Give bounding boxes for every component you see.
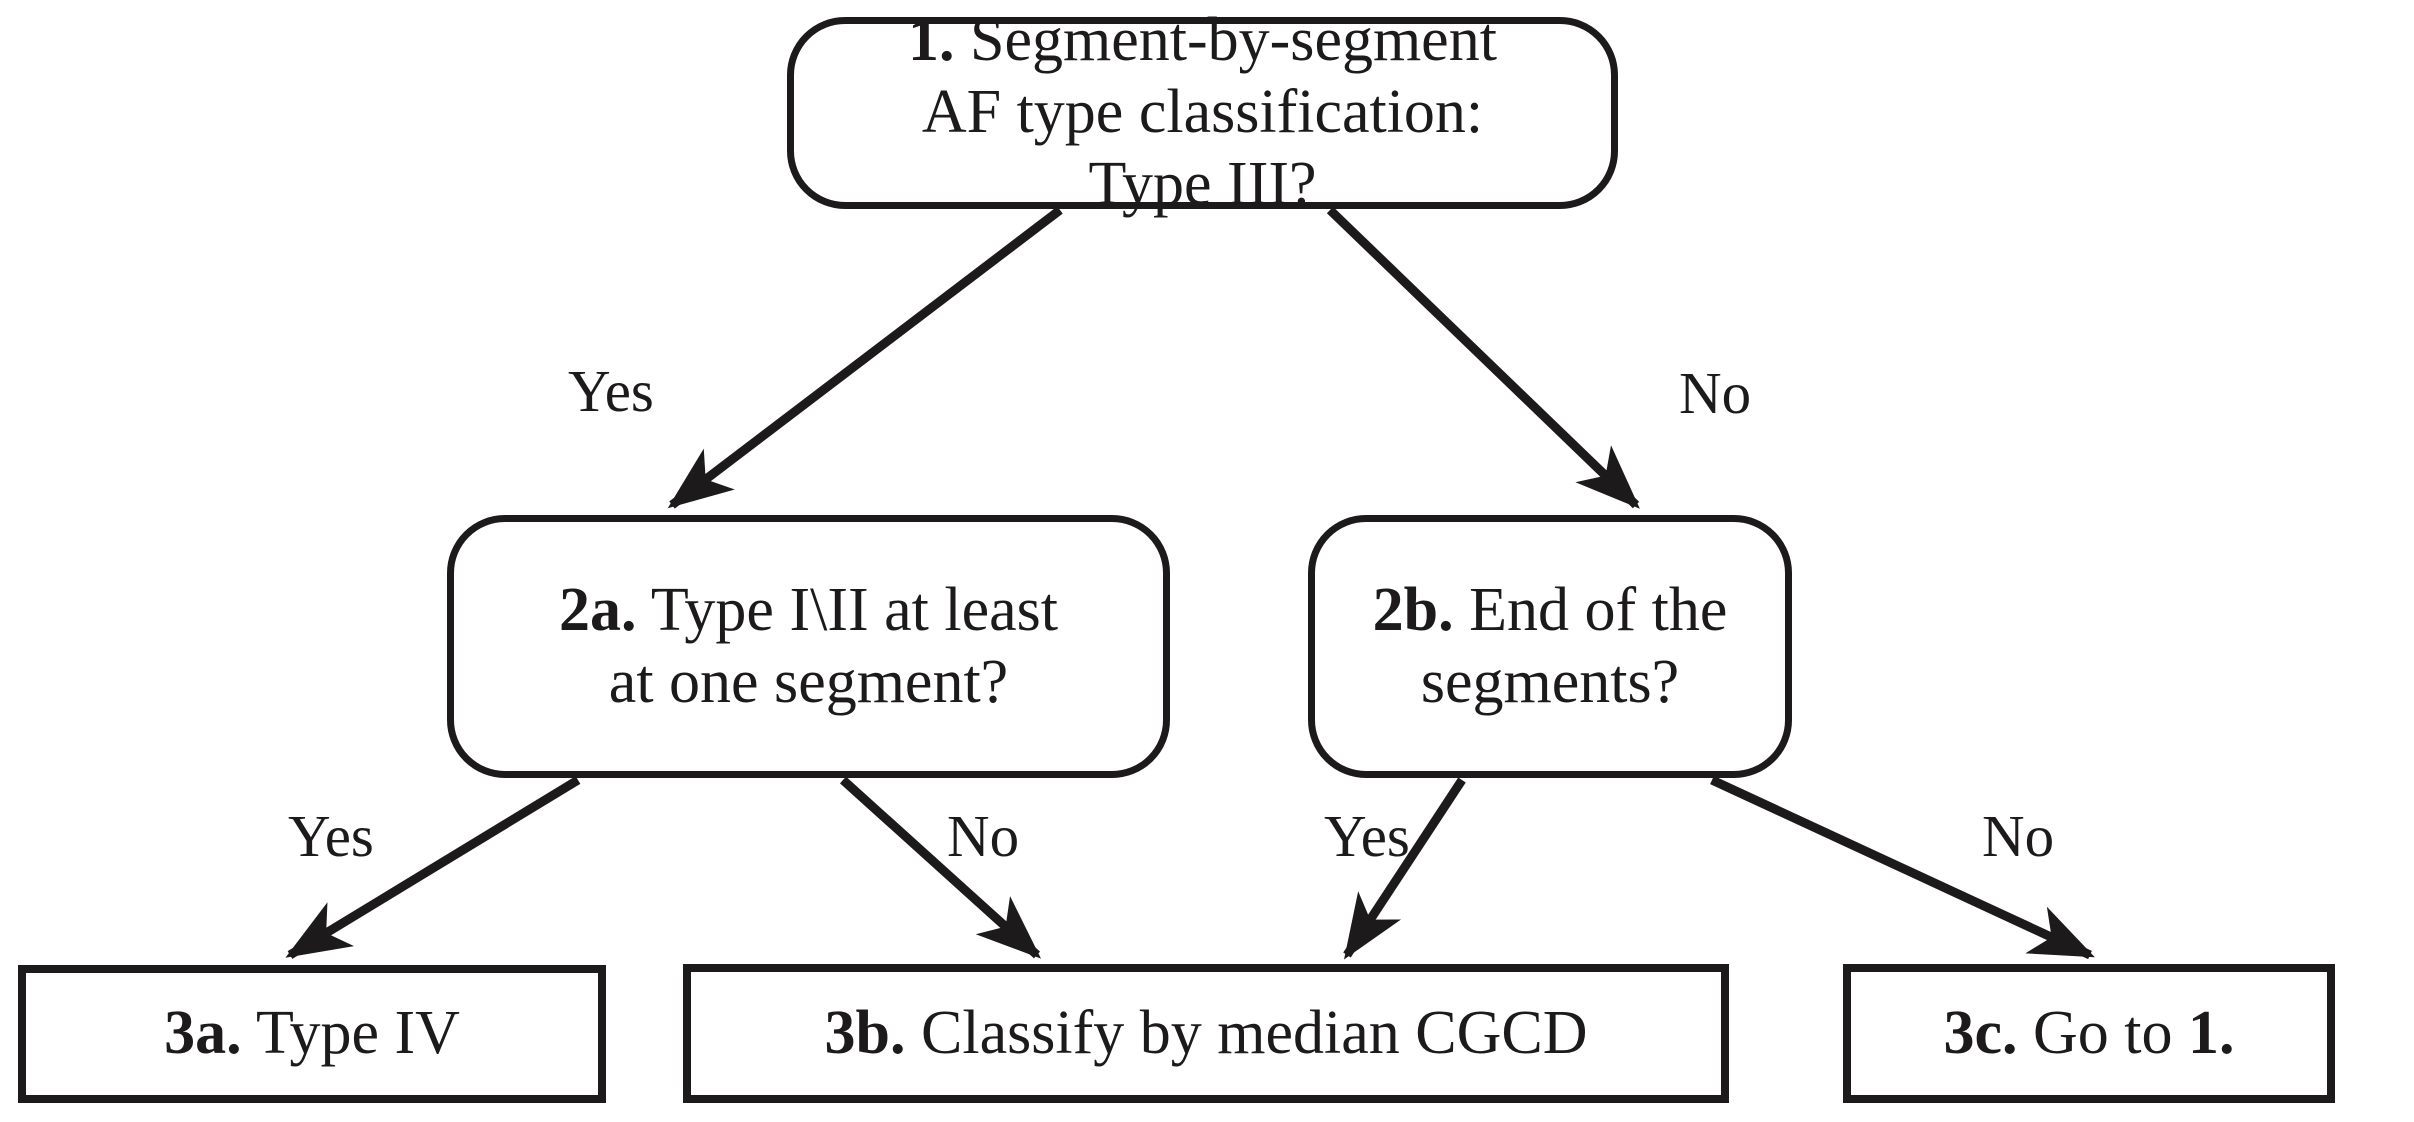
node-1-text: 1. Segment-by-segment AF type classifica… [794,5,1611,221]
edge-label-n1-n2b-no: No [1679,360,1752,426]
node-2a-line-1: Type I\II at least [650,575,1058,644]
edge-n1-n2a [667,206,1063,509]
edge-label-n2a-n3a-yes: Yes [288,803,374,869]
node-2b-line-2: segments? [1420,647,1680,716]
node-3b-text: 3b. Classify by median CGCD [691,998,1721,1070]
node-1-af-type-classification[interactable]: 1. Segment-by-segment AF type classifica… [787,6,1618,218]
node-3a-type-iv[interactable]: 3a. Type IV [18,965,606,1103]
edge-label-n1-n2a-yes: Yes [568,358,654,424]
node-3c-go-to-1[interactable]: 3c. Go to 1. [1843,964,2335,1103]
node-3b-classify-by-median-cgcd[interactable]: 3b. Classify by median CGCD [683,964,1729,1103]
edge-label-n2b-n3b-yes: Yes [1324,803,1410,869]
node-3a-text: 3a. Type IV [26,998,598,1070]
edge-label-n2b-n3c-no: No [1982,803,2055,869]
node-3b-number: 3b. [824,998,906,1067]
edge-n1-n2b [1326,206,1640,509]
node-2b-end-of-segments[interactable]: 2b. End of the segments? [1308,515,1792,778]
node-2b-line-1: End of the [1469,575,1728,644]
node-2b-number: 2b. [1372,575,1454,644]
node-3a-number: 3a. [164,999,242,1068]
edge-label-n2a-n3b-no: No [947,803,1020,869]
node-1-number: 1. [908,6,955,75]
node-1-line-1: Segment-by-segment [970,6,1497,75]
node-3c-label: Go to 1. [2033,998,2235,1067]
node-2b-text: 2b. End of the segments? [1315,575,1785,719]
node-3b-label: Classify by median CGCD [921,998,1588,1067]
node-1-line-2: AF type classification: [921,78,1484,147]
node-2a-number: 2a. [559,575,637,644]
node-3a-label: Type IV [255,999,460,1068]
node-2a-text: 2a. Type I\II at least at one segment? [454,575,1163,719]
node-2a-type-i-ii-at-least-one-segment[interactable]: 2a. Type I\II at least at one segment? [447,515,1170,778]
node-3c-number: 3c. [1943,998,2018,1067]
node-3c-text: 3c. Go to 1. [1851,998,2327,1070]
node-1-line-3: Type III? [1088,149,1317,218]
node-3c-target: 1. [2188,998,2235,1067]
node-2a-line-2: at one segment? [608,647,1009,716]
